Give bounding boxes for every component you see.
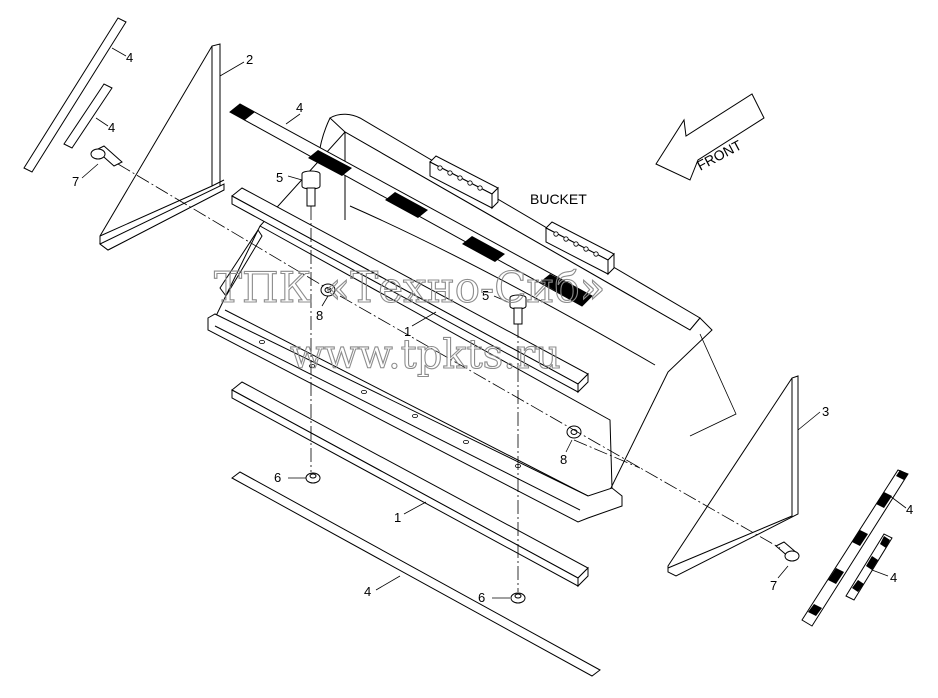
mounting-bracket-right — [545, 221, 615, 276]
side-plate-right — [667, 375, 799, 577]
assembly-lines — [117, 163, 781, 592]
nut-8-left — [320, 283, 336, 297]
callout-4-a: 4 — [126, 50, 133, 65]
callout-3: 3 — [822, 404, 829, 419]
wear-strip-upper — [231, 187, 589, 394]
callout-6-b: 6 — [478, 590, 485, 605]
mounting-bracket-left — [429, 155, 499, 210]
callout-8-b: 8 — [560, 452, 567, 467]
decal-strip-right-long — [801, 469, 909, 627]
nut-6-left — [305, 472, 321, 484]
callout-8-a: 8 — [316, 308, 323, 323]
callout-2: 2 — [246, 52, 253, 67]
callout-4-d: 4 — [906, 502, 913, 517]
watermark-url: www.tpkts.ru — [290, 332, 561, 378]
callout-7-a: 7 — [72, 174, 79, 189]
callout-4-f: 4 — [364, 584, 371, 599]
decal-strip-left-long — [23, 17, 127, 173]
hazard-decal-top — [229, 103, 593, 307]
watermark-company: ТПК «Техно-Сиб» — [214, 263, 605, 312]
bolt-5-right — [509, 294, 527, 325]
bottom-strip — [231, 471, 601, 677]
bolt-left — [90, 145, 123, 167]
lip-holes — [258, 339, 522, 468]
callout-4-c: 4 — [296, 100, 303, 115]
leader-lines — [81, 47, 907, 599]
callout-1-a: 1 — [404, 324, 411, 339]
bolt-5-left — [301, 170, 321, 207]
callout-6-a: 6 — [274, 470, 281, 485]
nut-6-right — [510, 592, 526, 604]
wear-strip-lower — [231, 381, 589, 588]
side-plate-left — [99, 43, 225, 251]
callout-5-b: 5 — [482, 288, 489, 303]
callout-4-b: 4 — [108, 120, 115, 135]
callout-7-b: 7 — [770, 578, 777, 593]
front-arrow: FRONT — [655, 93, 765, 181]
decal-strip-right-short — [845, 533, 893, 601]
callout-5-a: 5 — [276, 170, 283, 185]
nut-8-right — [566, 425, 582, 439]
decal-strip-left-short — [63, 83, 113, 149]
bucket-label: BUCKET — [530, 191, 587, 207]
callout-1-b: 1 — [394, 510, 401, 525]
bolt-right — [775, 541, 800, 562]
callout-4-e: 4 — [890, 570, 897, 585]
